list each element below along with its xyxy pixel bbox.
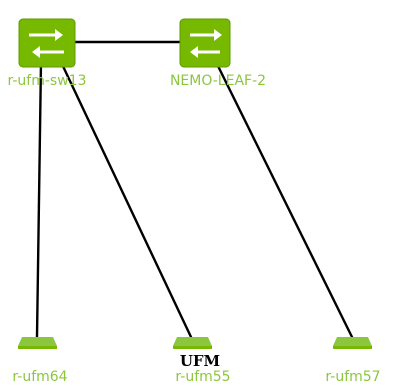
switch-node-sw13[interactable]: r-ufm-sw13 (8, 18, 87, 89)
switch-label: NEMO-LEAF-2 (170, 73, 266, 89)
host-icon (18, 337, 57, 349)
switch-node-leaf2[interactable]: NEMO-LEAF-2 (170, 18, 266, 89)
link-sw13-ufm64[interactable] (35, 60, 43, 339)
link-leaf2-ufm57[interactable] (216, 64, 354, 339)
host-node-ufm55[interactable]: UFM r-ufm55 (173, 337, 231, 385)
host-label: r-ufm55 (175, 369, 230, 385)
host-icon (173, 337, 212, 349)
ufm-badge: UFM (180, 352, 220, 370)
switch-icon (179, 18, 231, 68)
host-label: r-ufm57 (325, 369, 380, 385)
host-node-ufm57[interactable]: r-ufm57 (325, 337, 381, 385)
switch-icon (18, 18, 76, 68)
switch-label: r-ufm-sw13 (8, 73, 87, 89)
host-label: r-ufm64 (12, 369, 67, 385)
link-sw13-ufm55[interactable] (59, 60, 193, 339)
links-layer (35, 40, 354, 339)
host-node-ufm64[interactable]: r-ufm64 (12, 337, 68, 385)
host-icon (333, 337, 372, 349)
